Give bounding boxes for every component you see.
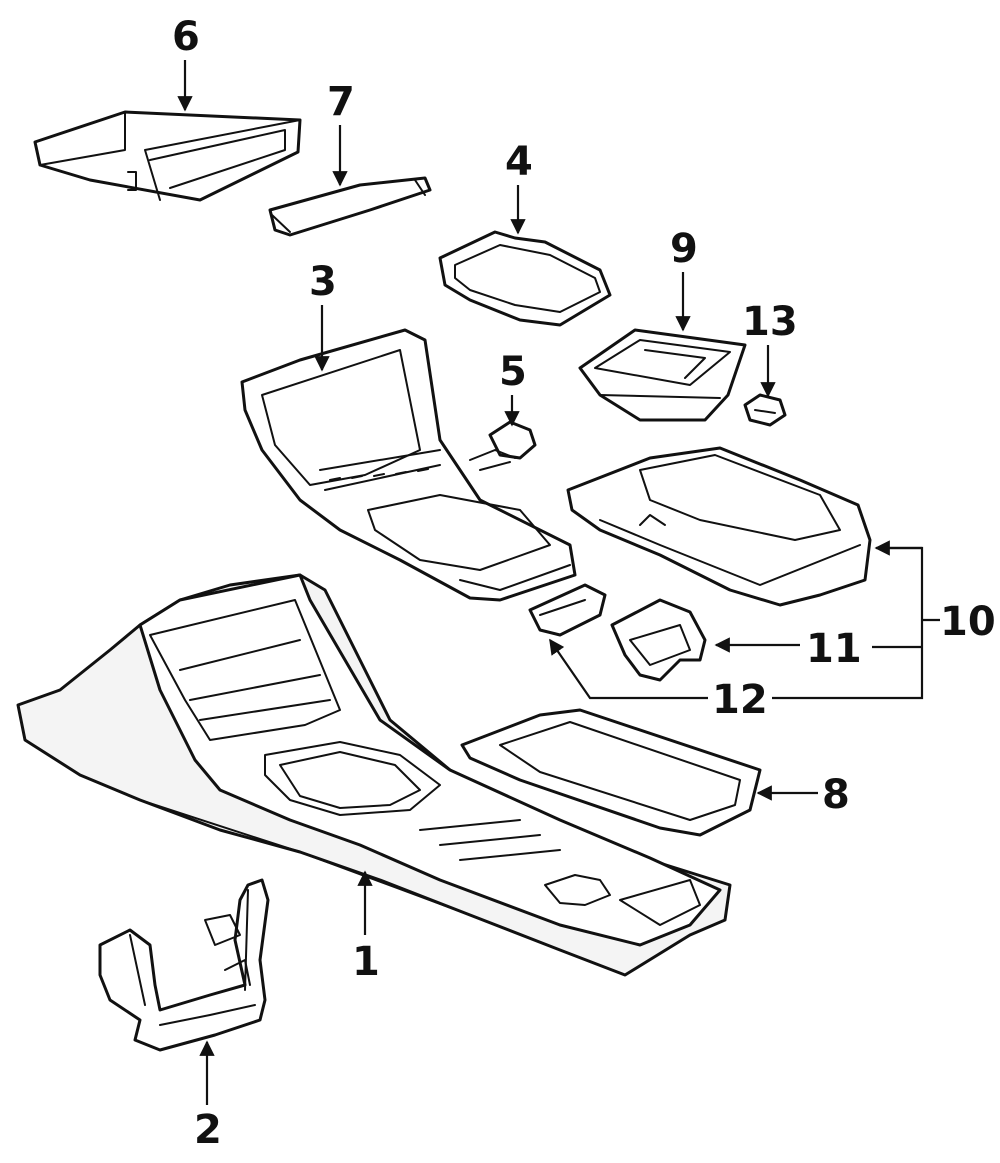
callout-12: 12	[712, 677, 768, 723]
part-7-lid	[268, 176, 432, 237]
callout-labels: 6 7 4 9 13 3 5 10 11 12 8 1 2	[172, 14, 996, 1153]
part-12-small-bracket	[528, 583, 607, 637]
part-13-clip	[743, 393, 787, 427]
callout-2: 2	[194, 1107, 222, 1153]
part-11-hinge-plate	[610, 598, 707, 682]
callout-5: 5	[499, 349, 527, 395]
part-5-bracket	[469, 420, 537, 471]
callout-6: 6	[172, 14, 200, 60]
part-2-bracket-frame	[98, 878, 270, 1052]
part-1-console-body	[16, 573, 732, 977]
leader-lines	[177, 60, 940, 1105]
callout-1: 1	[352, 939, 380, 985]
part-10-console-box	[566, 446, 872, 607]
leader-12	[549, 638, 708, 700]
callout-11: 11	[806, 626, 862, 672]
part-4-trim-ring	[438, 230, 612, 327]
callout-8: 8	[822, 772, 850, 818]
part-3-shifter-bezel	[240, 328, 577, 602]
part-6-pocket-tray	[33, 110, 302, 202]
callout-3: 3	[309, 259, 337, 305]
callout-4: 4	[505, 139, 533, 185]
callout-10: 10	[940, 599, 996, 645]
callout-13: 13	[742, 299, 798, 345]
part-8-rear-tray	[460, 708, 762, 837]
callout-9: 9	[670, 226, 698, 272]
part-9-ash-tray	[578, 328, 747, 422]
callout-7: 7	[327, 79, 355, 125]
